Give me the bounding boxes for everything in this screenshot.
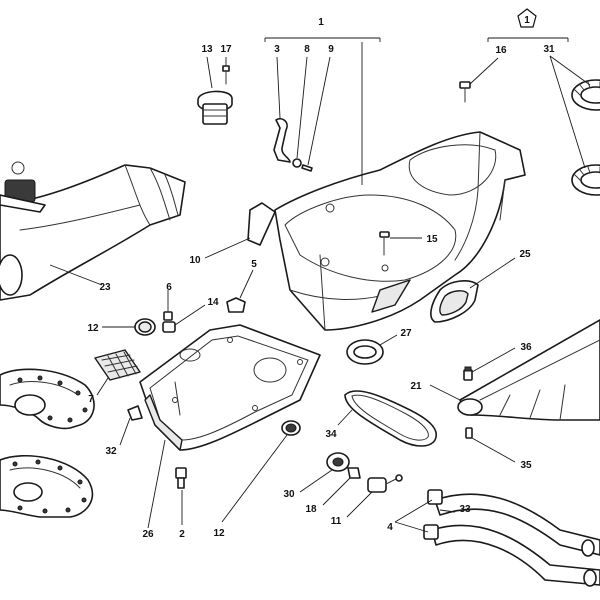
callout-5: 5 (251, 259, 257, 270)
oil-sump (139, 324, 321, 451)
callout-labels: 1 3 8 9 13 17 16 31 10 5 15 25 27 23 6 1… (87, 17, 555, 540)
callout-14: 14 (207, 297, 219, 308)
callout-7: 7 (88, 394, 94, 405)
callout-4: 4 (387, 522, 393, 533)
callout-23: 23 (99, 282, 111, 293)
callout-34: 34 (325, 429, 337, 440)
bolt-15 (379, 231, 390, 256)
retaining-clip (273, 117, 291, 163)
pump-gear-30 (326, 452, 350, 472)
o-ring-34 (344, 390, 437, 447)
fitting-6-14 (162, 299, 176, 333)
oil-filler-cap (197, 90, 233, 125)
callout-26: 26 (142, 529, 154, 540)
callout-27: 27 (400, 328, 412, 339)
sensor-32 (127, 405, 143, 421)
right-duct (457, 319, 600, 421)
pentagon-marker: 1 (517, 8, 537, 28)
callout-8: 8 (304, 44, 310, 55)
gasket-left-upper (0, 368, 95, 430)
callout-11: 11 (331, 516, 342, 527)
seal-rings-31 (571, 79, 600, 196)
seal-27 (346, 339, 384, 365)
callout-2: 2 (179, 529, 185, 540)
callout-15: 15 (426, 234, 438, 245)
bolt-35 (465, 427, 473, 439)
callout-10: 10 (189, 255, 201, 266)
pentagon-marker-label: 1 (524, 15, 530, 26)
callout-31: 31 (543, 44, 555, 55)
filter-screen-7 (94, 349, 141, 381)
callout-16: 16 (495, 45, 507, 56)
callout-12-lower: 12 (213, 528, 225, 539)
callout-13: 13 (201, 44, 213, 55)
pin-18 (347, 467, 361, 479)
drain-plug-12-lower (281, 420, 301, 436)
callout-32: 32 (105, 446, 117, 457)
callout-30: 30 (283, 489, 295, 500)
callout-36: 36 (520, 342, 532, 353)
drain-plug-12-upper (134, 318, 156, 336)
callout-18: 18 (305, 504, 317, 515)
oil-hoses (423, 489, 600, 587)
callout-33: 33 (459, 504, 471, 515)
bolt-9 (301, 164, 313, 172)
sensor-11 (367, 474, 403, 493)
callout-25: 25 (519, 249, 531, 260)
gasket-25 (430, 280, 479, 323)
intake-duct (0, 161, 186, 301)
leader-lines (49, 37, 591, 533)
callout-35: 35 (520, 460, 532, 471)
callout-12-upper: 12 (87, 323, 99, 334)
gasket-left-lower (0, 454, 94, 518)
callout-1: 1 (318, 17, 324, 28)
oil-tank (274, 131, 526, 331)
callout-6: 6 (166, 282, 172, 293)
callout-17: 17 (220, 44, 232, 55)
callout-9: 9 (328, 44, 334, 55)
callout-21: 21 (410, 381, 422, 392)
washer-8 (292, 158, 302, 168)
plug-5 (226, 297, 246, 313)
callout-3: 3 (274, 44, 280, 55)
screw-17 (222, 65, 230, 85)
tank-flange (247, 202, 276, 246)
bolt-36 (463, 366, 473, 381)
bolt-16 (459, 81, 471, 103)
drain-plug-2 (175, 467, 187, 489)
